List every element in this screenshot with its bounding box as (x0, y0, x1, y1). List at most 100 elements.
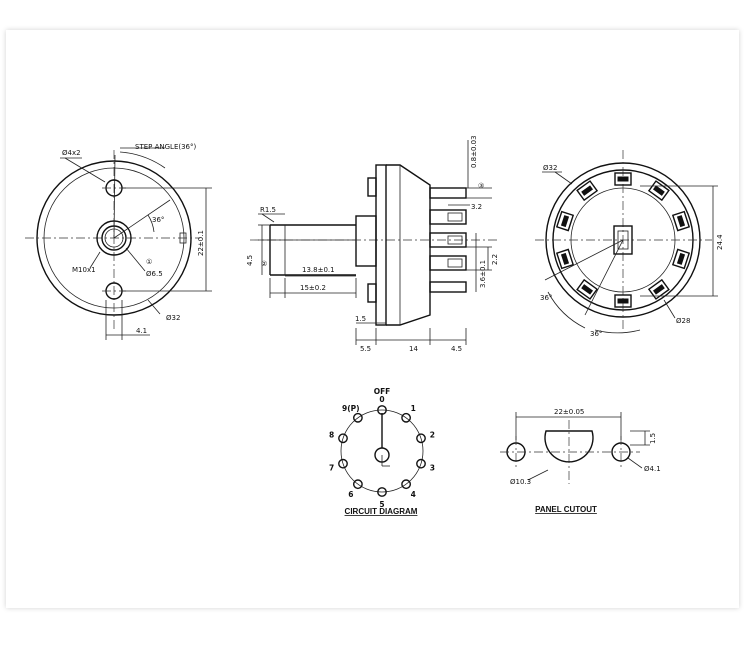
side-radius-label: R1.5 (260, 206, 276, 214)
rear-height-label: 24.4 (716, 234, 724, 250)
rear-contact-body (671, 248, 691, 270)
terminals (429, 187, 467, 293)
body-wafer (386, 164, 431, 326)
rear-contact-body (614, 294, 632, 308)
front-thread-leader (89, 251, 101, 269)
rear-contact-body (555, 210, 575, 232)
circuit-position-label: 1 (411, 404, 416, 413)
circuit-ring (340, 409, 424, 493)
rear-contact-body (576, 180, 599, 202)
rear-contact-slot (617, 176, 629, 182)
rear-id-leader (663, 299, 676, 319)
circuit-contact (377, 487, 387, 497)
panel-center-cutout (544, 430, 594, 463)
terminal-2-slot (447, 212, 463, 222)
front-offset-label: 4.1 (136, 327, 147, 335)
front-hole-dia-label: Ø4x2 (62, 149, 81, 157)
rear-od-leader (554, 171, 573, 185)
rear-contact (576, 278, 599, 300)
front-thread-label: M10x1 (72, 266, 96, 274)
side-pitch1-label: 2.2 (491, 254, 499, 265)
panel-flat-label: 1.5 (649, 433, 657, 444)
rear-angle-arc-1 (547, 291, 586, 329)
circuit-position-label: 0 (379, 395, 384, 404)
rear-contact-body (614, 172, 632, 186)
circuit-position-label: 9(P) (342, 404, 360, 413)
rear-contact-slot (581, 284, 594, 295)
side-bottom-c-label: 4.5 (451, 345, 462, 353)
front-outer-dia-label: Ø32 (166, 314, 180, 322)
front-angle-arc (147, 214, 155, 233)
rear-contact-slot (560, 252, 570, 265)
circuit-contact (338, 433, 348, 444)
rear-contact-body (647, 278, 670, 300)
side-flat-len-label: 13.8±0.1 (302, 266, 335, 274)
circuit-position-label: 5 (379, 500, 384, 509)
terminal-4 (429, 255, 467, 271)
circuit-contact (352, 479, 363, 490)
rear-contact-slot (652, 185, 665, 196)
circuit-position-label: 6 (348, 490, 353, 499)
terminal-1 (429, 187, 467, 199)
front-od-leader (147, 299, 161, 315)
panel-big-hole-label: Ø10.3 (510, 478, 531, 486)
side-base-h-label: 1.5 (355, 315, 366, 323)
rear-contact (671, 248, 691, 270)
rear-rotor (613, 225, 633, 255)
side-term-w-label: 3.2 (471, 203, 482, 211)
panel-cutout: 22±0.05 Ø4.1 Ø10.3 1.5 PANEL CUTOUT (500, 408, 661, 514)
terminal-5 (429, 281, 467, 293)
rear-contact (614, 294, 632, 308)
front-hole-leader (64, 157, 106, 183)
rear-contact (576, 180, 599, 202)
circuit-position-label: 8 (329, 431, 334, 440)
panel-small-hole-label: Ø4.1 (644, 465, 661, 473)
rear-angle-a-label: 36° (540, 294, 552, 302)
circuit-contact (401, 479, 411, 490)
rear-angle-line-1 (544, 239, 624, 281)
circuit-contact (401, 412, 411, 423)
rear-outer-dia-label: Ø32 (543, 164, 557, 172)
rear-angle-arc-2 (594, 329, 641, 334)
terminal-3 (429, 232, 467, 248)
circuit-contact (416, 433, 426, 444)
rear-view: Ø32 Ø28 24.4 36° 36° (535, 150, 724, 338)
circuit-position-label: 2 (430, 431, 435, 440)
side-flat-label: 4.5 (246, 255, 254, 266)
rear-contact (647, 278, 670, 300)
terminal-4-slot (447, 258, 463, 268)
front-angle-label: 36° (152, 216, 164, 224)
rear-rotor-inner (617, 230, 629, 250)
rear-contact-body (555, 248, 575, 270)
radius-leader (261, 213, 275, 223)
panel-title: PANEL CUTOUT (535, 505, 597, 514)
side-circle-mark-b: ③ (478, 182, 484, 190)
front-spacing-label: 22±0.1 (197, 230, 205, 256)
bushing (355, 215, 377, 267)
rear-contact-body (576, 278, 599, 300)
circuit-position-label: 3 (430, 463, 435, 472)
front-plate-tab-bottom (367, 283, 377, 303)
body-front-plate (375, 164, 387, 326)
front-tab (179, 232, 187, 244)
circuit-position-label: 4 (411, 490, 416, 499)
rear-contacts (555, 172, 691, 308)
rear-angle-b-label: 36° (590, 330, 602, 338)
circuit-contacts (338, 405, 426, 497)
side-circle-mark-a: ② (261, 260, 267, 268)
front-circle-mark: ① (146, 258, 152, 266)
front-shaft-dia-label: Ø6.5 (146, 270, 163, 278)
circuit-title: CIRCUIT DIAGRAM (345, 507, 418, 516)
sheet-frame (6, 30, 739, 608)
step-angle-arc (119, 151, 166, 169)
circuit-contact (377, 405, 387, 415)
rear-contact-slot (676, 252, 686, 265)
rear-angle-line-2 (584, 239, 624, 316)
rear-contact-slot (617, 298, 629, 304)
circuit-contact (338, 458, 348, 469)
rear-contact (671, 210, 691, 232)
